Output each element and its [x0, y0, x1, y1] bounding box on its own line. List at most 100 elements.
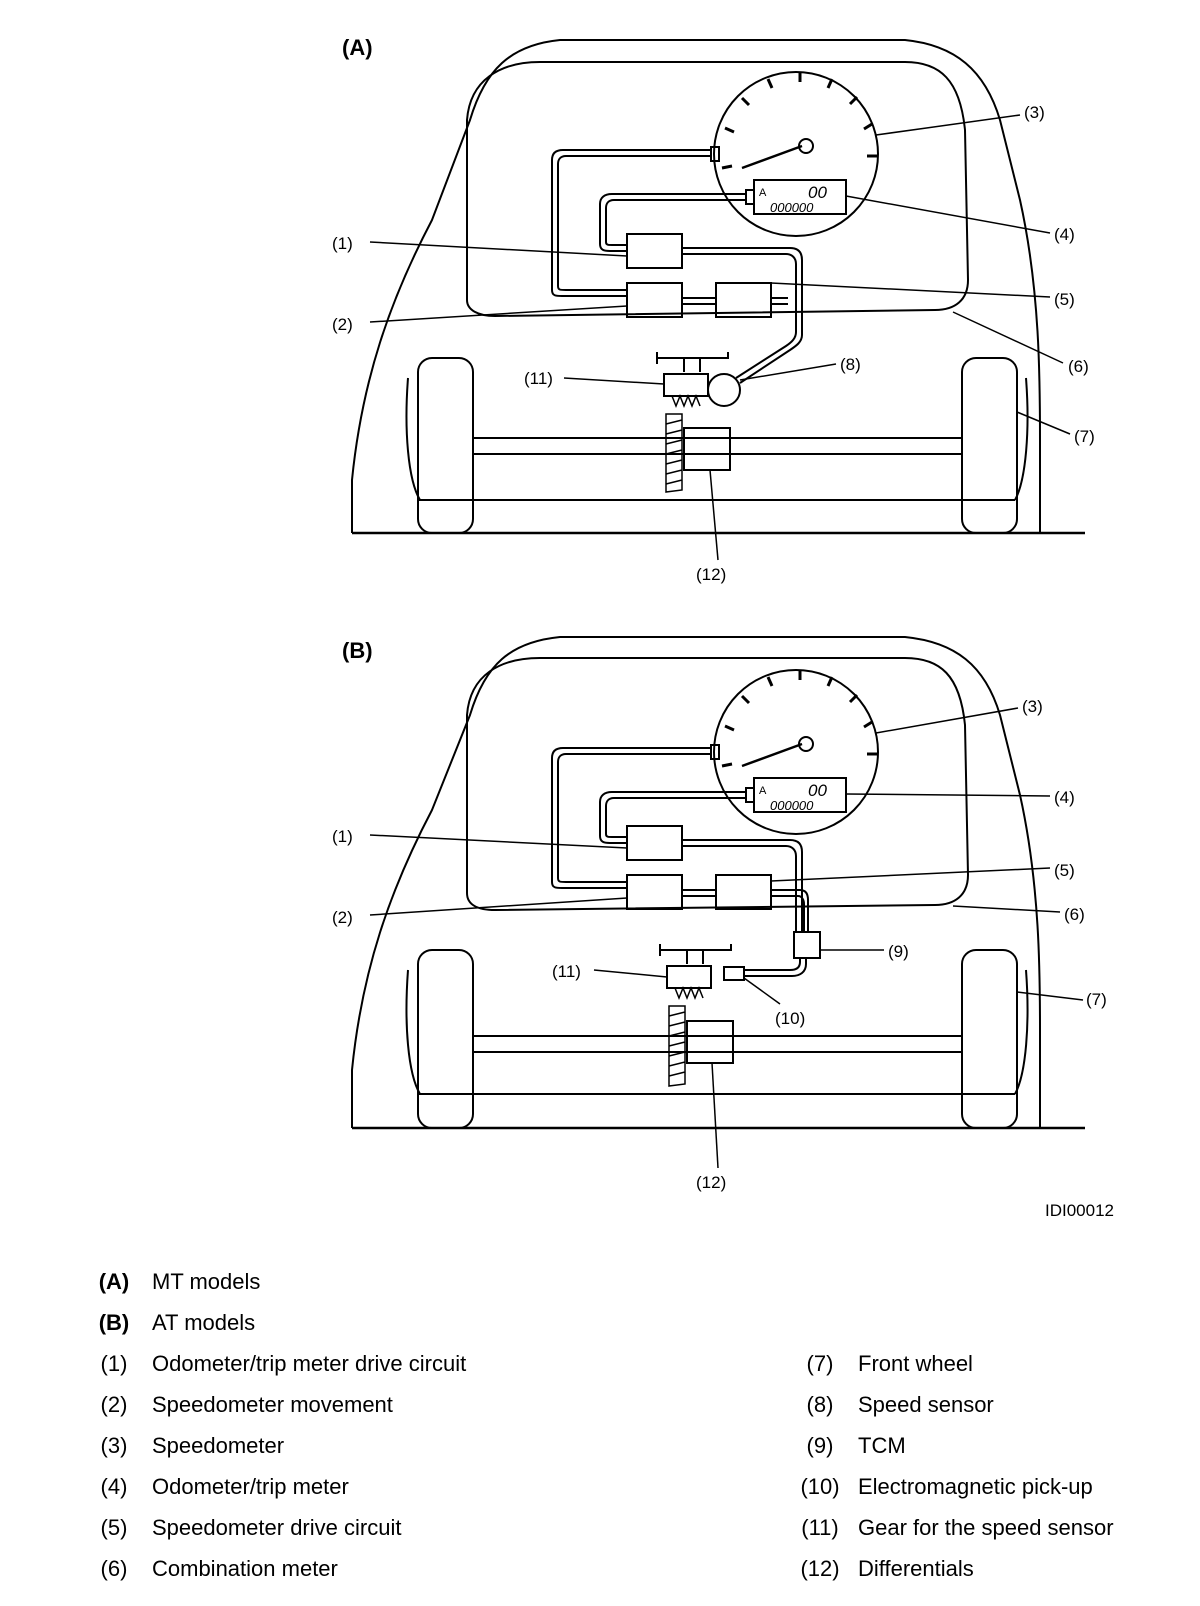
callout-a-8: (8): [840, 355, 861, 374]
sensor-gear: [666, 965, 712, 989]
figure-id: IDI00012: [1045, 1201, 1114, 1220]
speedometer-movement-box: [626, 282, 683, 318]
callout-a-11: (11): [524, 369, 553, 388]
car-body-outline: [351, 39, 1041, 533]
lower-body-outline: [405, 969, 1029, 1095]
legend-code: (A): [98, 1269, 130, 1294]
differential: [683, 427, 731, 471]
legend: (A) MT models (B) AT models (1) Odometer…: [92, 1262, 1182, 1592]
windshield-outline: [466, 61, 970, 318]
transmission-housing: [656, 352, 729, 372]
legend-code: (10): [800, 1474, 840, 1499]
legend-code: (8): [806, 1392, 834, 1417]
legend-text: Differentials: [858, 1556, 974, 1581]
odometer-drive-circuit-box: [626, 233, 683, 269]
speedometer-needle: [741, 742, 803, 768]
legend-text: AT models: [152, 1310, 256, 1335]
wiring: [551, 149, 803, 384]
leader-lines: [369, 114, 1071, 561]
odometer-mode: A: [759, 785, 767, 797]
speedometer-terminal: [710, 146, 720, 162]
callout-a-3: (3): [1024, 103, 1045, 122]
callout-a-12: (12): [696, 565, 726, 584]
front-wheel-right: [961, 357, 1018, 534]
legend-code: (12): [800, 1556, 840, 1581]
callout-a-7: (7): [1074, 427, 1095, 446]
callout-b-3: (3): [1022, 697, 1043, 716]
callout-b-2: (2): [332, 908, 353, 927]
differential: [686, 1020, 734, 1064]
dial-ticks: [721, 670, 877, 768]
legend-code: (11): [801, 1515, 839, 1540]
legend-text: Electromagnetic pick-up: [858, 1474, 1093, 1499]
legend-text: Odometer/trip meter: [152, 1474, 349, 1499]
tcm-box: [793, 931, 821, 959]
lower-body-outline: [405, 377, 1029, 501]
front-wheel-left: [417, 949, 474, 1129]
panel-b: (B) A 00 000000: [332, 636, 1107, 1192]
trip-display: 00: [808, 781, 827, 800]
dial-ticks: [721, 72, 877, 170]
legend-text: MT models: [152, 1269, 261, 1294]
callout-a-6: (6): [1068, 357, 1089, 376]
legend-code: (2): [100, 1392, 128, 1417]
legend-text: Speedometer movement: [152, 1392, 393, 1417]
callout-b-4: (4): [1054, 788, 1075, 807]
speedometer-terminal: [710, 744, 720, 760]
odometer-terminal: [745, 787, 755, 803]
axle: [473, 1035, 962, 1053]
legend-code: (6): [100, 1556, 128, 1581]
callout-b-9: (9): [888, 942, 909, 961]
callout-a-1: (1): [332, 234, 353, 253]
legend-text: Speedometer: [152, 1433, 285, 1458]
front-wheel-left: [417, 357, 474, 534]
ring-gear: [668, 1005, 686, 1087]
speedometer-system-diagram: (A) A 00: [332, 35, 1114, 1220]
callout-b-5: (5): [1054, 861, 1075, 880]
callout-a-4: (4): [1054, 225, 1075, 244]
legend-code: (4): [100, 1474, 128, 1499]
front-wheel-right: [961, 949, 1018, 1129]
car-body-outline: [351, 636, 1041, 1128]
speed-sensor: [707, 373, 741, 407]
total-display: 000000: [770, 798, 814, 813]
legend-code: (B): [98, 1310, 130, 1335]
transmission-housing: [659, 944, 732, 964]
speedometer-dial: [713, 71, 879, 237]
legend-text: Front wheel: [858, 1351, 973, 1376]
panel-a-title: (A): [342, 35, 373, 60]
legend-text: Speedometer drive circuit: [152, 1515, 402, 1540]
speedometer-needle: [741, 144, 803, 170]
callout-a-2: (2): [332, 315, 353, 334]
legend-text: Gear for the speed sensor: [858, 1515, 1114, 1540]
gear-teeth: [674, 985, 704, 1001]
speedometer-drive-circuit-box: [715, 874, 772, 910]
electromagnetic-pickup: [723, 966, 745, 981]
callout-a-5: (5): [1054, 290, 1075, 309]
odometer-terminal: [745, 189, 755, 205]
callouts-a: (1) (2) (3) (4) (5) (6) (7) (8) (11) (12…: [332, 103, 1095, 584]
legend-code: (5): [100, 1515, 128, 1540]
speedometer-movement-box: [626, 874, 683, 910]
panel-b-title: (B): [342, 638, 373, 663]
ring-gear: [665, 413, 683, 493]
callout-b-6: (6): [1064, 905, 1085, 924]
legend-text: Odometer/trip meter drive circuit: [152, 1351, 467, 1376]
trip-display: 00: [808, 183, 827, 202]
legend-code: (7): [806, 1351, 834, 1376]
odometer-drive-circuit-box: [626, 825, 683, 861]
leader-lines: [369, 707, 1084, 1169]
legend-code: (1): [100, 1351, 128, 1376]
sensor-gear: [663, 373, 709, 397]
callouts-b: (1) (2) (3) (4) (5) (6) (7) (9) (10) (11…: [332, 697, 1107, 1192]
legend-code: (3): [100, 1433, 128, 1458]
wiring: [551, 747, 809, 977]
needle-hub: [798, 736, 814, 752]
speedometer-drive-circuit-box: [715, 282, 772, 318]
needle-hub: [798, 138, 814, 154]
windshield-outline: [466, 657, 970, 912]
legend-text: Combination meter: [152, 1556, 338, 1581]
legend-code: (9): [806, 1433, 834, 1458]
callout-b-11: (11): [552, 962, 581, 981]
callout-b-10: (10): [775, 1009, 805, 1028]
